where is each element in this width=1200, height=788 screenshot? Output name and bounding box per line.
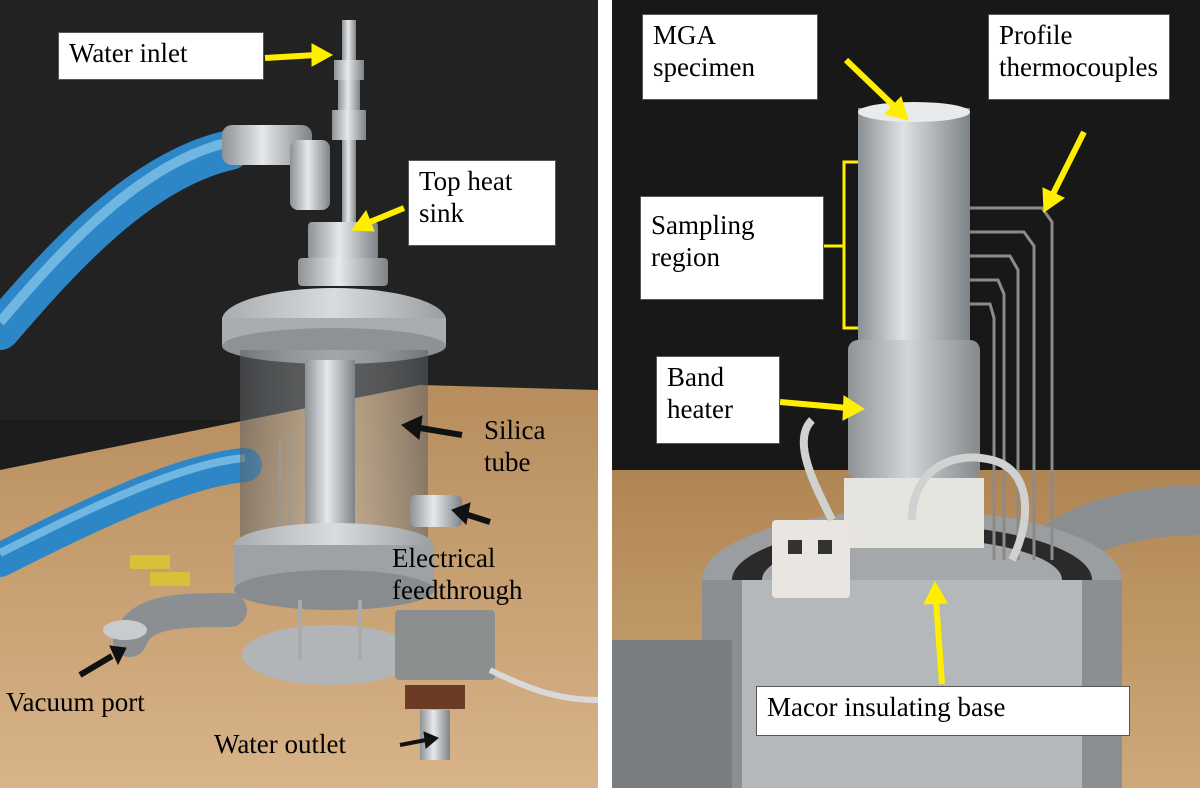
- junction-box: [612, 640, 732, 788]
- junction-box: [395, 610, 495, 680]
- label-macor-insulating-base: Macor insulating base: [756, 686, 1130, 736]
- arrow-macor-base: [923, 580, 948, 685]
- heater-wires: [799, 417, 1030, 562]
- arrow-silica-tube: [401, 415, 463, 440]
- arrow-water-inlet: [264, 43, 334, 67]
- label-profile-thermocouples: Profile thermocouples: [988, 14, 1170, 100]
- band-heater: [848, 340, 980, 480]
- label-sampling-region: Sampling region: [640, 196, 824, 300]
- arrow-profile-thermocouples: [1042, 130, 1087, 213]
- label-water-outlet: Water outlet: [214, 729, 347, 759]
- inlet-tube: [342, 20, 356, 60]
- arrow-electrical-feedthrough: [451, 502, 491, 526]
- arrow-band-heater: [779, 395, 865, 421]
- thermocouple-connector: [130, 555, 170, 569]
- internal-column: [305, 360, 355, 540]
- side-feedthrough: [410, 495, 462, 527]
- label-vacuum-port: Vacuum port: [6, 687, 145, 717]
- label-band-heater: Band heater: [656, 356, 780, 444]
- left-photo-illustration: [0, 0, 598, 788]
- top-heat-sink: [308, 222, 378, 260]
- blue-hose-top: [0, 130, 250, 350]
- sampling-region-bracket: [824, 160, 858, 330]
- label-silica-tube: Silica tube: [484, 415, 546, 477]
- arrow-top-heat-sink: [351, 205, 406, 232]
- mga-specimen: [858, 108, 970, 348]
- base-plate: [242, 625, 418, 685]
- profile-thermocouple-rods: [970, 206, 1054, 560]
- blue-hose-bottom: [0, 448, 262, 577]
- label-electrical-feedthrough: Electrical feedthrough: [392, 543, 523, 605]
- ceramic-terminal-block: [772, 520, 850, 598]
- arrow-vacuum-port: [78, 645, 127, 678]
- label-top-heat-sink: Top heat sink: [408, 160, 556, 246]
- label-water-inlet: Water inlet: [58, 32, 264, 80]
- elbow-fitting: [222, 125, 312, 165]
- right-photo-panel: MGA specimen Profile thermocouples Sampl…: [612, 0, 1200, 788]
- label-mga-specimen: MGA specimen: [642, 14, 818, 100]
- arrow-mga-specimen: [843, 57, 909, 121]
- left-photo-panel: Water inlet Top heat sink Silica tube El…: [0, 0, 598, 788]
- right-photo-illustration: [612, 0, 1200, 788]
- arrow-water-outlet: [399, 731, 439, 749]
